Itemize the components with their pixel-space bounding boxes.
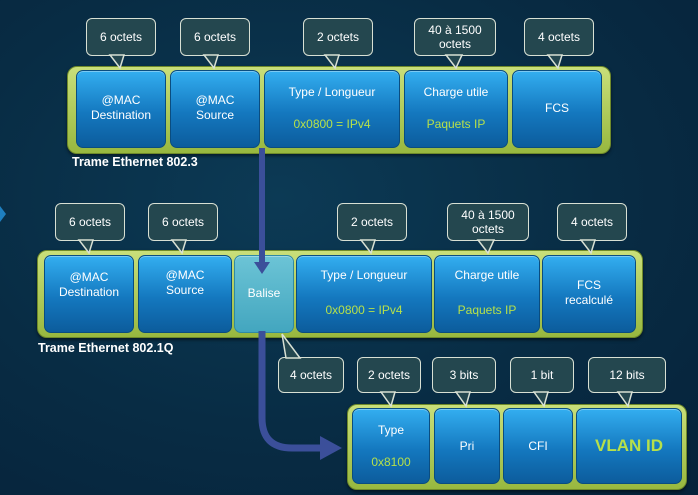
size-callout: 40 à 1500 octets [447,203,529,241]
field-mac-destination: @MAC Destination [44,255,134,333]
field-tag-vlan-id: VLAN ID [576,408,682,484]
field-sub: 0x8100 [371,455,411,469]
field-mac-source: @MAC Source [170,70,260,148]
field-label: Pri [459,439,475,453]
size-callout: 6 octets [180,18,250,56]
field-fcs: FCS [512,70,602,148]
field-label: Charge utile [454,268,520,282]
size-callout: 40 à 1500 octets [414,18,496,56]
field-label: Balise [247,286,281,300]
field-type-longueur: Type / Longueur 0x0800 = IPv4 [264,70,400,148]
field-label: Charge utile [423,85,489,99]
field-sub: Paquets IP [426,117,486,131]
size-callout: 12 bits [588,357,666,393]
field-tag-cfi: CFI [503,408,573,484]
field-label: FCS [545,101,569,115]
field-type-longueur: Type / Longueur 0x0800 = IPv4 [296,255,432,333]
field-label: @MAC Destination [58,270,120,299]
field-tag-type: Type 0x8100 [352,408,430,484]
field-tag-pri: Pri [434,408,500,484]
field-label: @MAC Source [195,93,235,122]
field-label: FCS recalculé [564,278,614,307]
field-label: CFI [528,439,548,453]
size-callout: 4 octets [278,357,344,393]
field-label: VLAN ID [595,436,663,455]
field-sub: 0x0800 = IPv4 [293,117,371,131]
field-label: Type / Longueur [288,85,376,99]
size-callout: 2 octets [303,18,373,56]
field-mac-destination: @MAC Destination [76,70,166,148]
field-sub: 0x0800 = IPv4 [325,303,403,317]
size-callout: 6 octets [86,18,156,56]
field-charge-utile: Charge utile Paquets IP [404,70,508,148]
size-callout: 6 octets [148,203,218,241]
size-callout: 1 bit [510,357,574,393]
field-label: @MAC Source [165,268,205,297]
expansion-arrow [258,331,342,460]
field-label: Type [377,423,404,437]
size-callout: 2 octets [337,203,407,241]
field-charge-utile: Charge utile Paquets IP [434,255,540,333]
size-callout: 4 octets [557,203,627,241]
size-callout: 3 bits [432,357,496,393]
frame-caption-8023: Trame Ethernet 802.3 [72,155,198,169]
field-label: @MAC Destination [90,93,152,122]
size-callout: 6 octets [55,203,125,241]
field-sub: Paquets IP [457,303,517,317]
frame-caption-8021q: Trame Ethernet 802.1Q [38,341,174,355]
field-mac-source: @MAC Source [138,255,232,333]
field-label: Type / Longueur [320,268,408,282]
field-balise: Balise [234,255,294,333]
size-callout: 4 octets [524,18,594,56]
field-fcs-recalcule: FCS recalculé [542,255,636,333]
chevron-right-icon [0,206,6,222]
size-callout: 2 octets [357,357,421,393]
